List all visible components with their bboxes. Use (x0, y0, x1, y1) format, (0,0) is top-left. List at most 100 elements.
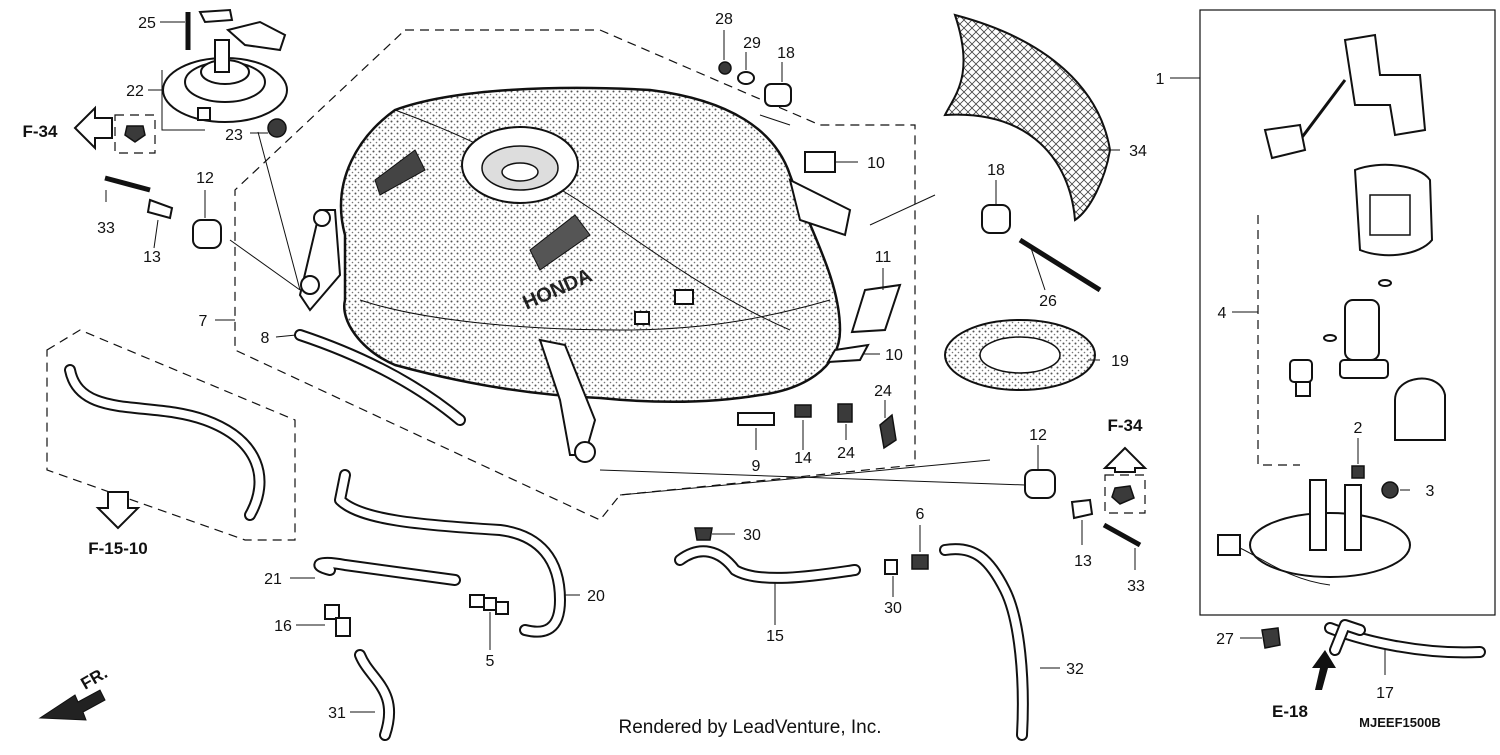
f34-right-cap-box (1104, 474, 1146, 514)
callout-3: 3 (1426, 483, 1435, 500)
fuel-pump-box (1199, 9, 1496, 616)
nut-28 (718, 61, 732, 75)
bolt-33-left (104, 175, 151, 193)
callout-24-right: 24 (874, 383, 892, 400)
callout-32: 32 (1066, 661, 1084, 678)
callout-28: 28 (715, 11, 733, 28)
callout-17: 17 (1376, 685, 1394, 702)
fuel-tank: HONDA (298, 86, 852, 463)
pressure-regulator (1289, 359, 1313, 397)
callout-11: 11 (875, 249, 892, 266)
bolt-26 (1018, 237, 1102, 293)
front-arrow (38, 689, 106, 721)
f34-right-arrow (1102, 446, 1148, 473)
callout-24-mid: 24 (837, 445, 855, 462)
label-11 (850, 283, 902, 334)
f34-right-mini-part (1111, 485, 1135, 505)
fitting-16 (324, 604, 351, 637)
washer-29 (737, 71, 755, 85)
callout-23: 23 (225, 127, 243, 144)
bolt-3 (1381, 481, 1399, 499)
callout-13-left: 13 (143, 249, 161, 266)
callout-21: 21 (264, 571, 282, 588)
hose-32 (939, 543, 1029, 741)
callout-20: 20 (587, 588, 605, 605)
f34-left-mini-part (124, 125, 146, 143)
callout-10-lower: 10 (885, 347, 903, 364)
cushion-14 (794, 404, 812, 418)
cushion-24-a (837, 403, 853, 423)
ref-f34-left: F-34 (23, 122, 59, 141)
callout-33-right: 33 (1127, 578, 1145, 595)
callout-15: 15 (766, 628, 784, 645)
callout-13-right: 13 (1074, 553, 1092, 570)
collar-13-left (146, 198, 174, 220)
ref-f1510: F-15-10 (88, 539, 148, 558)
fitting-6 (911, 554, 929, 570)
callout-29: 29 (743, 35, 761, 52)
callout-14: 14 (794, 450, 812, 467)
callout-12-right: 12 (1029, 427, 1047, 444)
pump-housing (1353, 163, 1434, 257)
plate-19 (944, 319, 1096, 391)
callout-22: 22 (126, 83, 144, 100)
callout-25: 25 (138, 15, 156, 32)
callout-33-left: 33 (97, 220, 115, 237)
cap-seal (267, 118, 287, 138)
callout-10-upper: 10 (867, 155, 885, 172)
callout-2: 2 (1354, 420, 1363, 437)
clip-30-upper (694, 527, 713, 541)
rubber-18-right (981, 204, 1011, 234)
collar-13-right (1070, 498, 1094, 520)
bolt-33-right (1102, 522, 1142, 548)
credit-text: Rendered by LeadVenture, Inc. (618, 717, 881, 738)
rubber-12-left (192, 219, 222, 249)
fuel-cap (162, 8, 288, 123)
pump-filter (1394, 377, 1446, 441)
leader-lines (105, 21, 1410, 713)
nut-2 (1351, 465, 1365, 479)
callout-6: 6 (916, 506, 925, 523)
label-10-upper (804, 151, 836, 173)
callout-numbers: 25 22 23 28 29 18 10 12 33 13 7 8 11 10 … (97, 11, 1434, 722)
pump-motor (1339, 299, 1389, 379)
f1510-arrow (95, 491, 141, 530)
o-ring-b (1323, 334, 1337, 342)
callout-26: 26 (1039, 293, 1057, 310)
callout-31: 31 (328, 705, 346, 722)
callout-16: 16 (274, 618, 292, 635)
cushion-24-b (879, 413, 897, 450)
clip-27 (1261, 627, 1281, 649)
fuel-level-sender (1263, 33, 1427, 160)
pump-base-flange (1217, 479, 1411, 586)
callout-4: 4 (1218, 305, 1227, 322)
callout-8: 8 (261, 330, 270, 347)
f34-left-cap-box (114, 114, 156, 154)
callout-27: 27 (1216, 631, 1234, 648)
callout-30-lower: 30 (884, 600, 902, 617)
tank-assembly-outline (234, 29, 916, 521)
callout-5: 5 (486, 653, 495, 670)
rubber-18-top (764, 83, 792, 107)
tank-cover-34 (943, 13, 1112, 222)
callout-7: 7 (199, 313, 208, 330)
callout-19: 19 (1111, 353, 1129, 370)
ref-e18: E-18 (1272, 702, 1308, 721)
callout-30-upper: 30 (743, 527, 761, 544)
fitting-5 (469, 594, 509, 615)
callout-18-top: 18 (777, 45, 795, 62)
o-ring-a (1378, 279, 1392, 287)
cushion-9 (737, 412, 775, 426)
rubber-12-right (1024, 469, 1056, 499)
hose-20 (334, 469, 566, 638)
evap-hose-left (64, 364, 266, 521)
callout-1: 1 (1156, 71, 1165, 88)
pump-internal-bracket (1257, 215, 1300, 466)
ref-f34-right: F-34 (1108, 416, 1144, 435)
callout-34: 34 (1129, 143, 1147, 160)
e18-arrow (1312, 650, 1336, 690)
f34-left-arrow (73, 105, 113, 151)
callout-12-left: 12 (196, 170, 214, 187)
